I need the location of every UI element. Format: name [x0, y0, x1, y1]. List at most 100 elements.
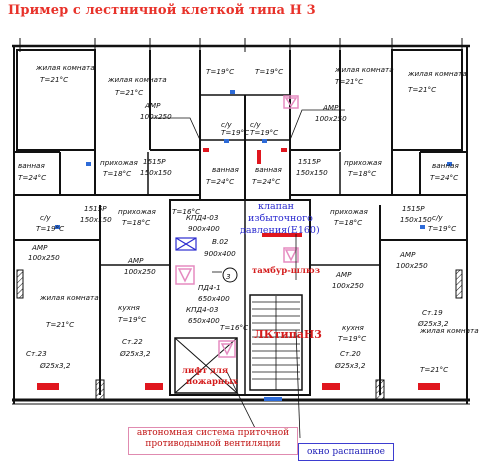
lift-line-2: пожарных: [186, 377, 239, 387]
temp-wc-l: T=19°C: [36, 224, 64, 233]
label-wc-r: с/у: [432, 213, 443, 222]
label-bath-l: ванная: [18, 161, 45, 170]
temp-wc-cr: T=19°C: [250, 128, 278, 137]
amp-ml: АМР: [31, 243, 48, 252]
temp-living-bl: T=21°C: [46, 320, 74, 329]
label-bath-cl: ванная: [212, 165, 239, 174]
grille-l: 1515Р: [84, 204, 107, 213]
label-kitchen-r: кухня: [342, 323, 365, 332]
riser-l1: Ст.23: [26, 349, 47, 358]
grille-cl: 1515Р: [143, 157, 166, 166]
system-callout: автономная система приточной противодымн…: [128, 427, 298, 455]
stair-treads: [252, 296, 300, 390]
amp-r-size: 100х250: [396, 261, 428, 270]
leaders: [150, 109, 345, 439]
amp-mc: АМР: [127, 256, 144, 265]
temp-kitchen-r: T=19°C: [338, 334, 366, 343]
grille-l-size: 150х150: [80, 215, 112, 224]
temp-living-br: T=21°C: [420, 365, 448, 374]
temp-hall-r: T=18°C: [348, 169, 376, 178]
room-labels: жилая комната T=21°C жилая комната T=21°…: [18, 63, 479, 374]
pd-size: 650х400: [198, 294, 230, 303]
pipe-r2: Ø25х3,2: [417, 319, 449, 328]
lift-line-1: лифт для: [182, 366, 228, 376]
amp-r: АМР: [399, 250, 416, 259]
temp-bath-cr: T=24°C: [252, 177, 280, 186]
amp-mc-size: 100х250: [124, 267, 156, 276]
radiators: [37, 148, 440, 390]
system-line-2: противодымной вентиляции: [145, 439, 281, 449]
equipment-labels: АМР 100х250 АМР 100х250 1515Р 150х150 15…: [26, 101, 449, 370]
kpd-2-size: 650х400: [188, 316, 220, 325]
page-title: Пример с лестничной клеткой типа Н 3: [8, 3, 316, 18]
temp-stair-lobby: T=16°C: [220, 323, 248, 332]
label-bath-r: ванная: [432, 161, 459, 170]
label-living-tl2: жилая комната: [107, 75, 167, 84]
label-living-tl: жилая комната: [35, 63, 95, 72]
temp-hall-mr: T=18°C: [334, 218, 362, 227]
pipe-r1: Ø25х3,2: [334, 361, 366, 370]
temp-hall-ml: T=18°C: [122, 218, 150, 227]
temp-bath-l: T=24°C: [18, 173, 46, 182]
fans: [175, 95, 299, 358]
axis-ticks: [19, 38, 463, 52]
system-line-1: автономная система приточной: [136, 428, 290, 438]
valve-label: клапан избыточного давления(Е160): [240, 201, 320, 236]
temp-living-tr: T=21°C: [335, 77, 363, 86]
vd: В.02: [212, 237, 229, 246]
temp-stair-corr: T=16°C: [172, 207, 200, 216]
temp-hall-l: T=18°C: [103, 169, 131, 178]
valve-line-1: клапан: [258, 201, 294, 212]
pd: ПД4-1: [198, 283, 221, 292]
amp-mr-size: 100х250: [332, 281, 364, 290]
temp-wc-r: T=19°C: [428, 224, 456, 233]
pipe-l1: Ø25х3,2: [39, 361, 71, 370]
amp-top-r-size: 100х250: [315, 114, 347, 123]
label-wc-l: с/у: [40, 213, 51, 222]
label-living-tr: жилая комната: [334, 65, 394, 74]
riser-r2: Ст.19: [422, 308, 443, 317]
grille-cr-size: 150х150: [296, 168, 328, 177]
temp-bath-r: T=24°C: [430, 173, 458, 182]
circle-number: 3: [226, 272, 231, 281]
valve-line-3: давления(Е160): [240, 225, 320, 236]
temp-bath-cl: T=24°C: [206, 177, 234, 186]
label-hall-r: прихожая: [344, 158, 382, 167]
temp-living-tl2: T=21°C: [115, 88, 143, 97]
columns: [16, 269, 463, 401]
temp-top-cr: T=19°C: [255, 67, 283, 76]
grille-r-size: 150х150: [400, 215, 432, 224]
kpd-1: КПД4-03: [186, 213, 219, 222]
vestibule-label: тамбур-шлюз: [252, 265, 321, 276]
temp-top-cl: T=19°C: [206, 67, 234, 76]
walls: [12, 44, 470, 405]
valve: [175, 237, 197, 251]
temp-living-tl: T=21°C: [40, 75, 68, 84]
circle-marker: [222, 267, 238, 283]
window-callout: окно распашное: [298, 443, 394, 461]
grille-cl-size: 150х150: [140, 168, 172, 177]
stair-type-label: ЛКтипаН3: [254, 328, 322, 341]
label-living-bl: жилая комната: [39, 293, 99, 302]
amp-top-l-size: 100х250: [140, 112, 172, 121]
label-living-tr2: жилая комната: [407, 69, 467, 78]
kpd-1-size: 900х400: [188, 224, 220, 233]
vd-size: 900х400: [204, 249, 236, 258]
label-kitchen-l: кухня: [118, 303, 141, 312]
label-bath-cr: ванная: [255, 165, 282, 174]
window-label: окно распашное: [307, 447, 385, 457]
amp-ml-size: 100х250: [28, 253, 60, 262]
label-wc-cr: с/у: [250, 120, 261, 129]
temp-wc-cl: T=19°C: [221, 128, 249, 137]
blue-markers: [55, 90, 452, 401]
temp-kitchen-l: T=19°C: [118, 315, 146, 324]
amp-mr: АМР: [335, 270, 352, 279]
label-hall-ml: прихожая: [118, 207, 156, 216]
valve-line-2: избыточного: [248, 213, 313, 224]
amp-top-r: АМР: [322, 103, 339, 112]
label-wc-cl: с/у: [221, 120, 232, 129]
grille-r: 1515Р: [402, 204, 425, 213]
label-hall-l: прихожая: [100, 158, 138, 167]
